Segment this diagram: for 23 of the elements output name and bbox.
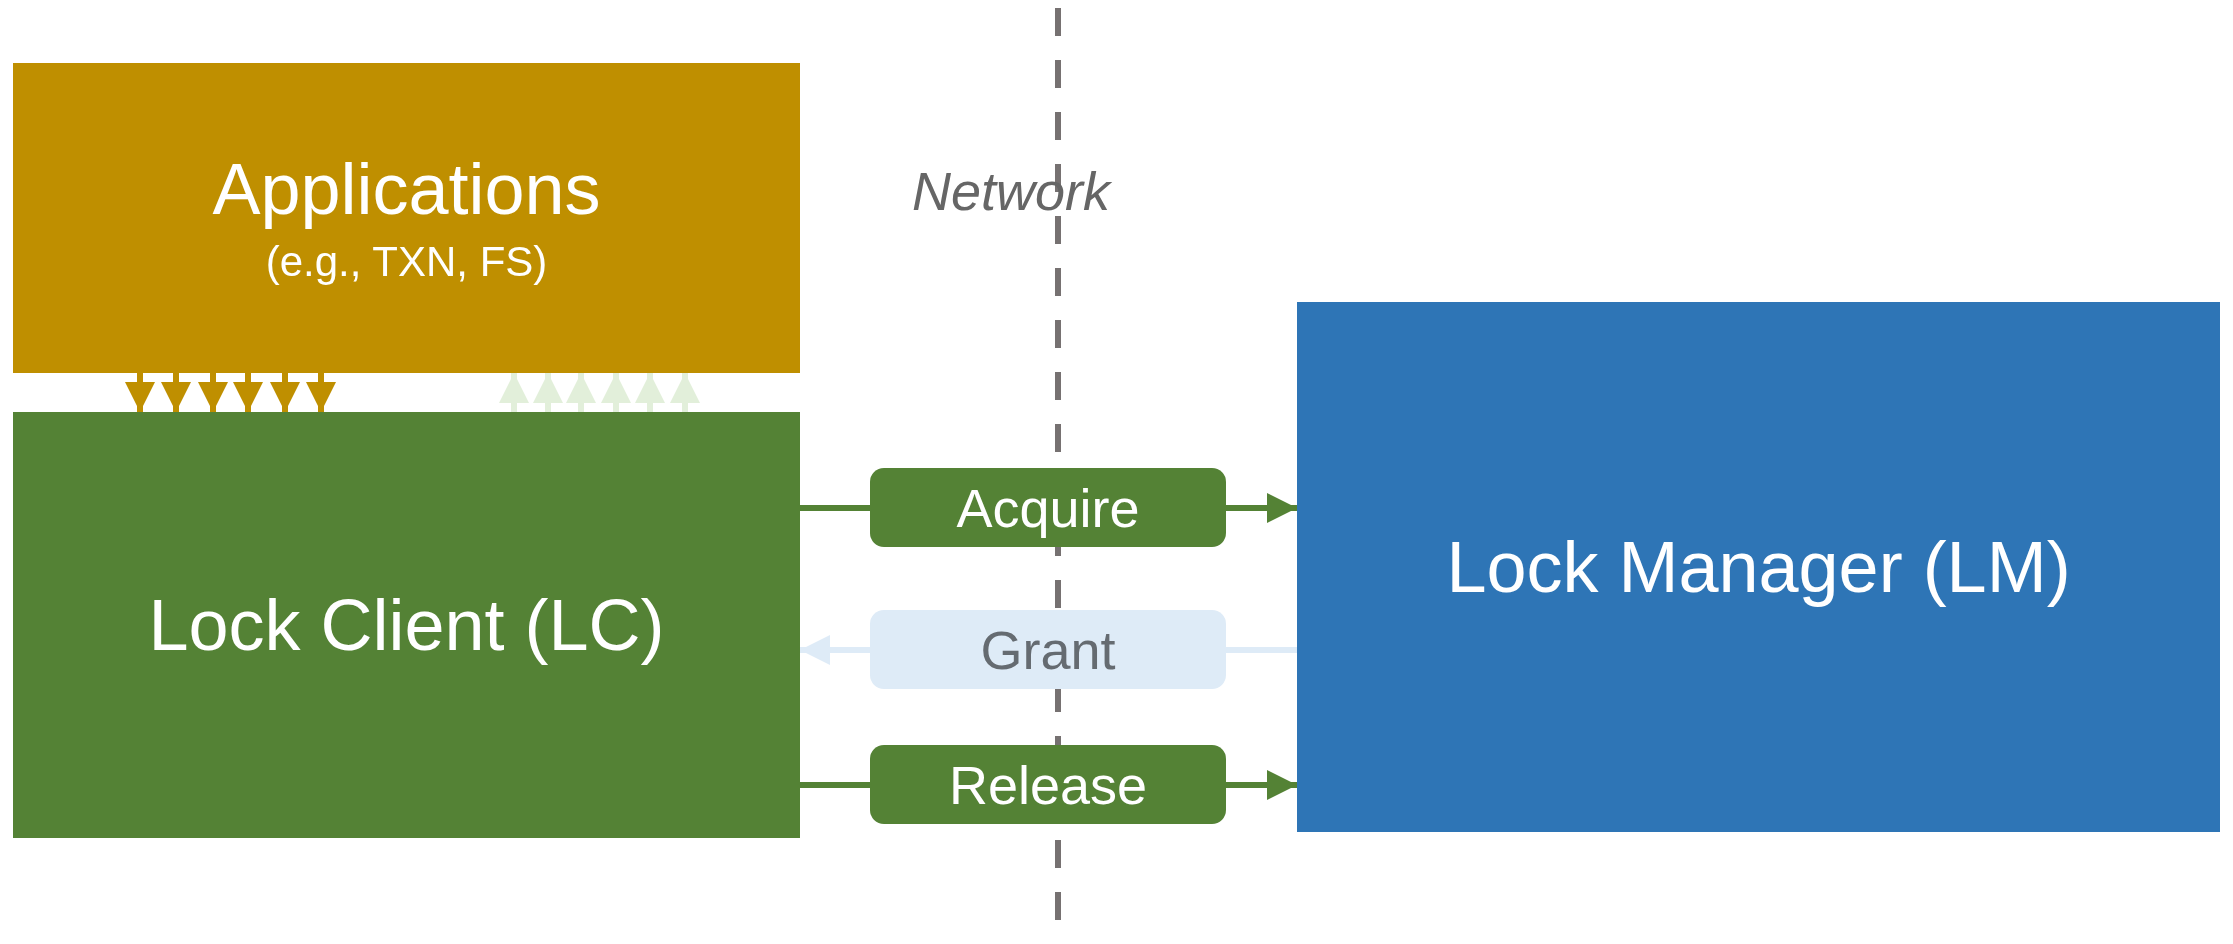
arrow bbox=[270, 373, 300, 412]
arrow bbox=[233, 373, 263, 412]
arrow bbox=[670, 373, 700, 412]
edge-label: Release bbox=[870, 745, 1226, 824]
arrow bbox=[533, 373, 563, 412]
arrow bbox=[161, 373, 191, 412]
arrow bbox=[198, 373, 228, 412]
arrow bbox=[601, 373, 631, 412]
box-title: Applications bbox=[212, 148, 601, 232]
box-title: Lock Client (LC) bbox=[148, 583, 665, 667]
process-box bbox=[13, 412, 800, 838]
edge-label: Acquire bbox=[870, 468, 1226, 547]
arrow bbox=[566, 373, 596, 412]
arrow bbox=[125, 373, 155, 412]
edge-label: Grant bbox=[870, 610, 1226, 689]
subtitle-text: (e.g., TXN, FS) bbox=[265, 237, 548, 288]
process-box bbox=[1297, 302, 2220, 832]
process-box bbox=[13, 63, 800, 373]
arrow bbox=[635, 373, 665, 412]
network-label: Network bbox=[912, 160, 1111, 222]
box-title: Lock Manager (LM) bbox=[1446, 525, 2071, 609]
arrow bbox=[499, 373, 529, 412]
arrow bbox=[306, 373, 336, 412]
